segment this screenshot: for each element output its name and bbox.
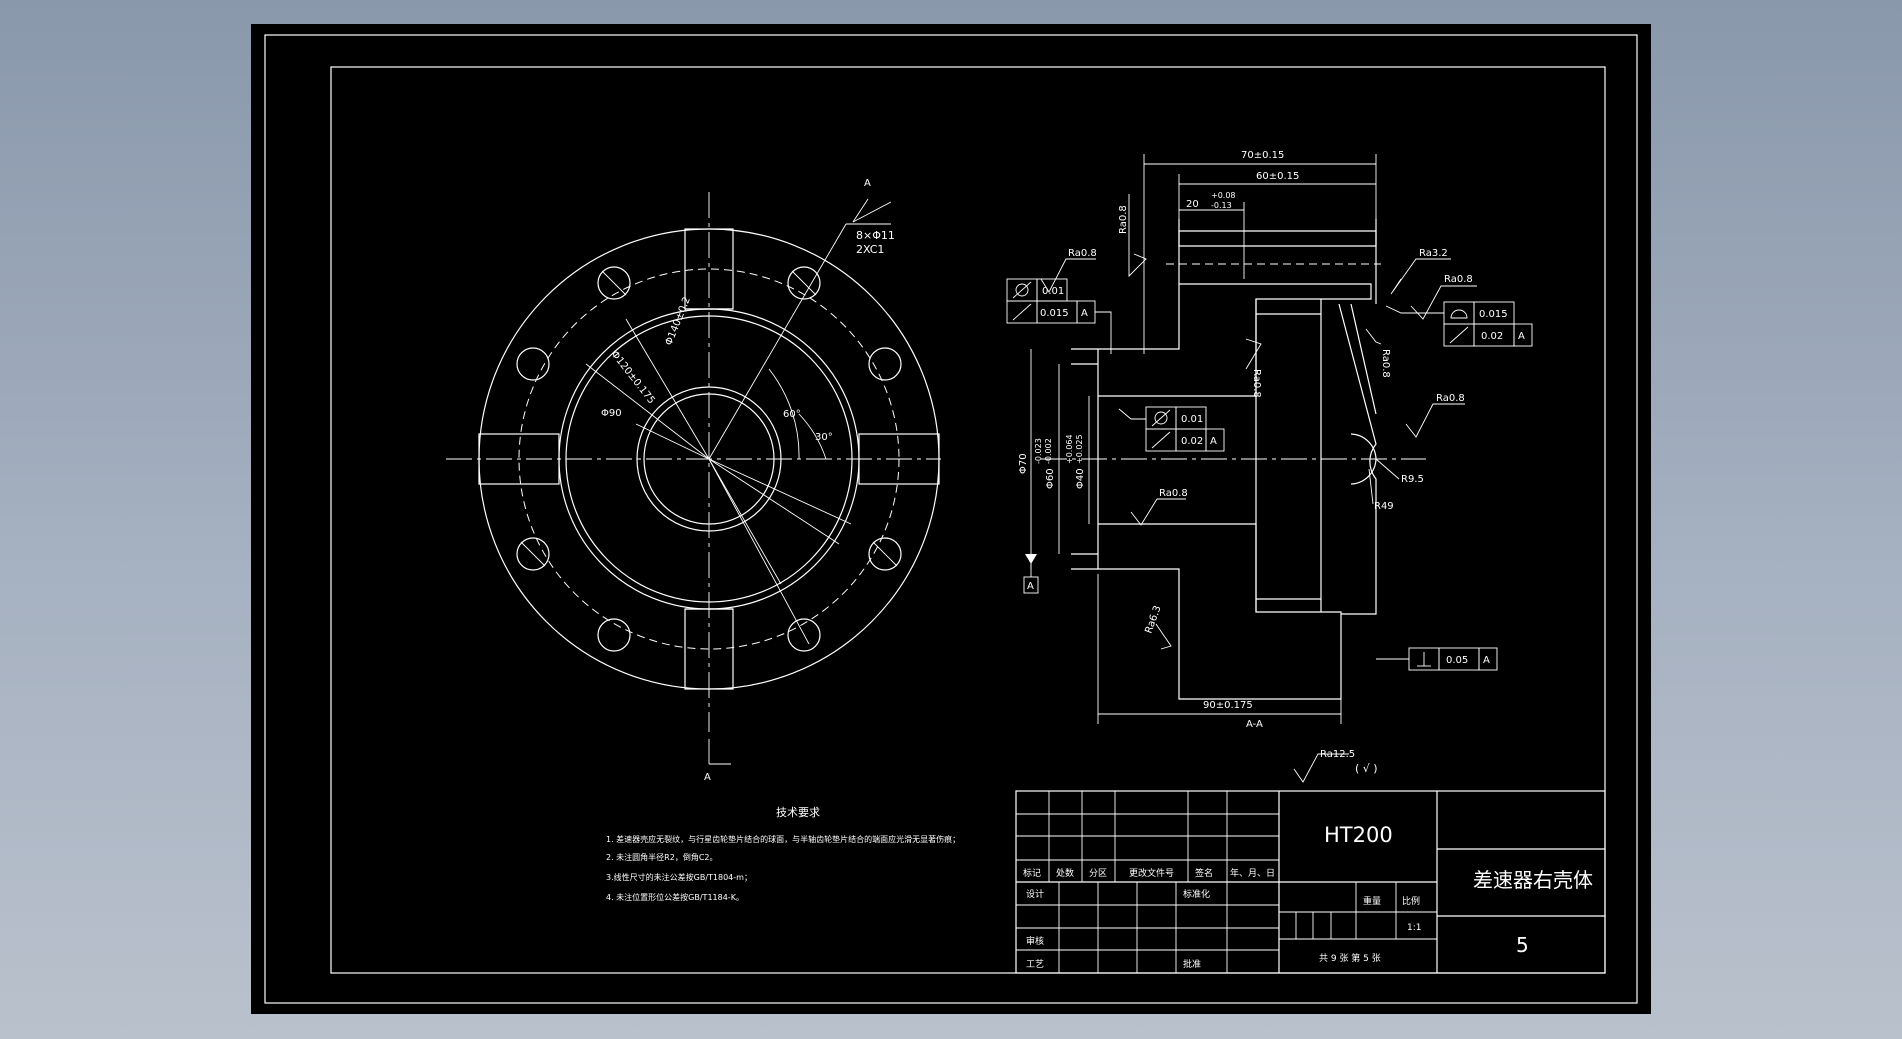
general-roughness: Ra12.5 xyxy=(1320,749,1355,760)
tb-change-doc: 更改文件号 xyxy=(1129,867,1174,879)
tb-review: 审核 xyxy=(1026,935,1044,947)
dim-20-upper: +0.08 xyxy=(1211,191,1236,200)
svg-text:0.05: 0.05 xyxy=(1446,655,1468,666)
tech-req-2: 2. 未注圆角半径R2，倒角C2。 xyxy=(606,852,718,862)
fcf-left: 0.01 0.015 A xyxy=(1006,278,1112,354)
section-title: A-A xyxy=(1246,719,1263,730)
chamfer-callout: 2XC1 xyxy=(856,243,884,256)
front-view: 8×Φ11 2XC1 Φ140±0.2 Φ120±0.175 Φ90 60° 3… xyxy=(446,178,941,783)
dim-70: 70±0.15 xyxy=(1241,150,1284,161)
svg-text:A: A xyxy=(1518,331,1525,342)
tb-sheets: 共 9 张 第 5 张 xyxy=(1319,952,1381,964)
svg-text:0.02: 0.02 xyxy=(1481,331,1503,342)
svg-text:A: A xyxy=(1483,655,1490,666)
tb-signature: 签名 xyxy=(1195,867,1213,879)
dia-60: Φ60 xyxy=(1045,468,1056,489)
section-mark-top: A xyxy=(864,178,871,189)
part-name: 差速器右壳体 xyxy=(1473,868,1593,892)
svg-text:0.015: 0.015 xyxy=(1040,308,1069,319)
bore-dim: Φ90 xyxy=(601,408,622,419)
tb-count: 处数 xyxy=(1056,867,1074,879)
rough-left-top: Ra0.8 xyxy=(1068,248,1097,259)
tech-req-title: 技术要求 xyxy=(776,806,820,819)
inner-border xyxy=(330,66,1606,974)
tb-process: 工艺 xyxy=(1026,959,1044,970)
tech-req-4: 4. 未注位置形位公差按GB/T1184-K。 xyxy=(606,892,744,902)
fcf-inner: 0.01 0.02 A xyxy=(1118,406,1225,452)
radius-49: R49 xyxy=(1374,501,1394,512)
svg-text:A: A xyxy=(1210,436,1217,447)
tb-mark: 标记 xyxy=(1023,867,1041,879)
rough-bore-lower: Ra0.8 xyxy=(1159,488,1188,499)
dia-40-upper: +0.064 xyxy=(1065,434,1074,464)
svg-text:0.02: 0.02 xyxy=(1181,436,1203,447)
roughness-symbols: Ra0.8 Ra0.8 Ra3.2 Ra0.8 Ra0.8 Ra0.8 Ra0.… xyxy=(1040,194,1477,650)
rough-ra32: Ra3.2 xyxy=(1419,248,1448,259)
tech-req-1: 1. 差速器壳应无裂纹，与行星齿轮垫片结合的球面，与半轴齿轮垫片结合的端面应光滑… xyxy=(606,834,960,844)
tb-design: 设计 xyxy=(1026,888,1044,900)
pilot-dim: Φ120±0.175 xyxy=(609,349,657,406)
dim-60: 60±0.15 xyxy=(1256,171,1299,182)
svg-text:0.01: 0.01 xyxy=(1181,414,1203,425)
outer-border xyxy=(264,34,1638,1004)
tb-scale-label: 比例 xyxy=(1402,895,1420,907)
datum-a: A xyxy=(1027,581,1034,592)
tb-standardize: 标准化 xyxy=(1183,888,1210,900)
cad-drawing-sheet: 8×Φ11 2XC1 Φ140±0.2 Φ120±0.175 Φ90 60° 3… xyxy=(251,24,1651,1014)
dia-40-lower: +0.025 xyxy=(1075,434,1084,464)
tech-req-3: 3.线性尺寸的未注公差按GB/T1804-m； xyxy=(606,872,752,882)
tb-date: 年、月、日 xyxy=(1230,867,1275,879)
rough-right-fcf: Ra0.8 xyxy=(1444,274,1473,285)
rough-right-mid: Ra0.8 xyxy=(1436,393,1465,404)
title-block: 标记 处数 分区 更改文件号 签名 年、月、日 设计 标准化 审核 工艺 批准 … xyxy=(1015,790,1606,974)
drawing-svg: 8×Φ11 2XC1 Φ140±0.2 Φ120±0.175 Φ90 60° 3… xyxy=(264,34,1638,1004)
material: HT200 xyxy=(1324,823,1393,847)
dia-40: Φ40 xyxy=(1075,468,1086,489)
tb-weight: 重量 xyxy=(1363,895,1381,907)
dia-70: Φ70 xyxy=(1018,453,1029,474)
fcf-right: 0.015 0.02 A xyxy=(1385,301,1533,347)
svg-text:0.015: 0.015 xyxy=(1479,309,1508,320)
angle-60-label: 60° xyxy=(783,409,801,420)
fcf-perpendicularity: 0.05 A xyxy=(1376,647,1498,671)
dim-20: 20 xyxy=(1186,199,1199,210)
section-view: 70±0.15 60±0.15 20 +0.08 -0.13 Φ70 Φ60 -… xyxy=(1006,150,1533,783)
tb-zone: 分区 xyxy=(1089,868,1107,879)
drawing-number: 5 xyxy=(1516,933,1529,957)
rough-cavity-rot: Ra0.8 xyxy=(1380,349,1391,378)
rough-bore-rot: Ra0.8 xyxy=(1251,369,1262,398)
technical-requirements: 技术要求 1. 差速器壳应无裂纹，与行星齿轮垫片结合的球面，与半轴齿轮垫片结合的… xyxy=(606,806,960,902)
angle-30-label: 30° xyxy=(815,432,833,443)
radius-9-5: R9.5 xyxy=(1401,474,1424,485)
tb-approve: 批准 xyxy=(1183,958,1201,970)
hole-circle-dim: Φ140±0.2 xyxy=(664,295,693,347)
svg-text:0.01: 0.01 xyxy=(1042,286,1064,297)
dia-60-upper: -0.023 xyxy=(1034,438,1043,464)
dim-90: 90±0.175 xyxy=(1203,700,1253,711)
dim-20-lower: -0.13 xyxy=(1211,201,1232,210)
svg-text:A: A xyxy=(1081,308,1088,319)
general-roughness-suffix: ( √ ) xyxy=(1355,762,1378,775)
section-mark-bottom: A xyxy=(704,772,711,783)
bolt-hole-callout: 8×Φ11 xyxy=(856,229,895,242)
dia-60-lower: -0.002 xyxy=(1044,438,1053,464)
tb-scale: 1:1 xyxy=(1407,923,1421,933)
bolt-holes xyxy=(516,266,902,652)
rough-top-rot: Ra0.8 xyxy=(1118,205,1129,234)
